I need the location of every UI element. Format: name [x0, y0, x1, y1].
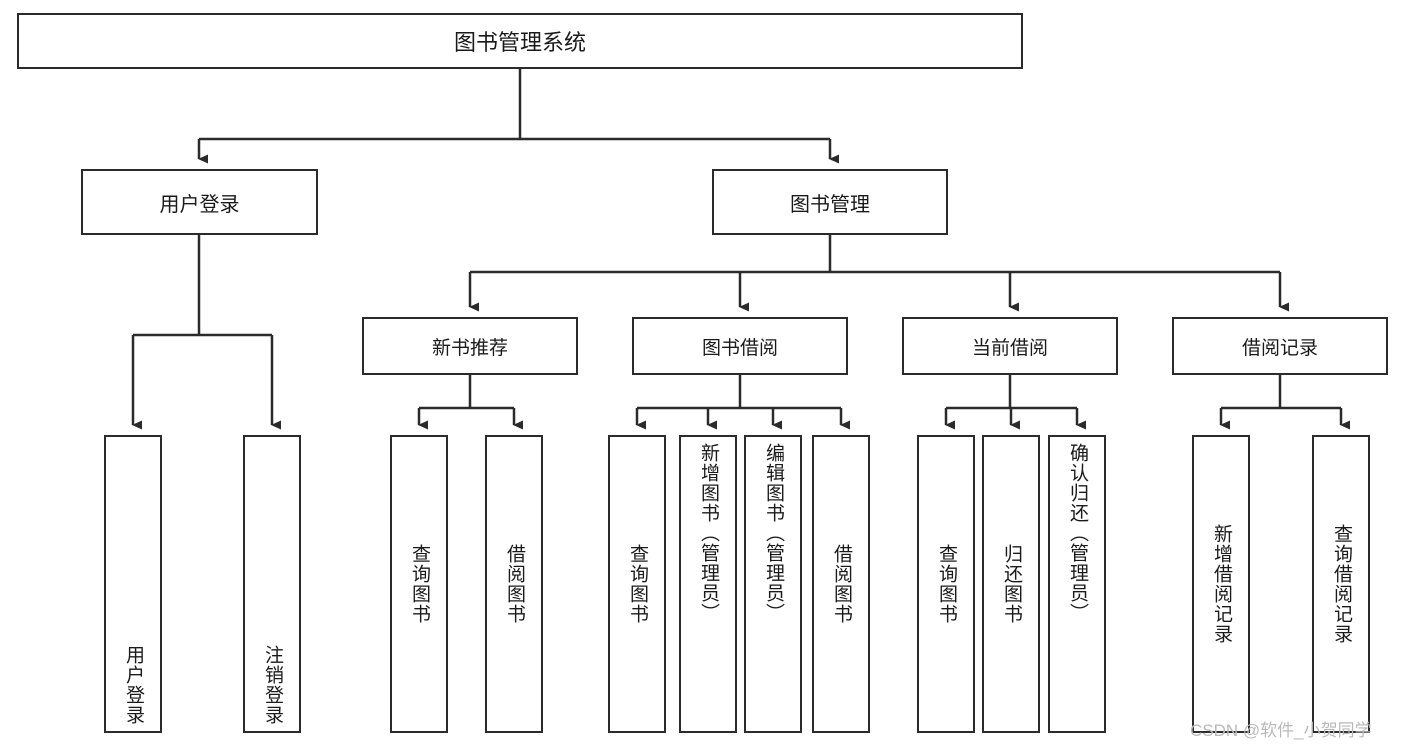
node-borrow-query-book[interactable]: 查询图书	[608, 435, 666, 733]
node-rec-borrow-book[interactable]: 借阅图书	[485, 435, 543, 733]
node-book-manage-label: 图书管理	[790, 193, 870, 216]
node-borrow-edit-book-label: 编辑图书（管理员）	[762, 443, 784, 623]
node-rec-query-book-label: 查询图书	[408, 544, 430, 624]
node-borrow-borrow-book[interactable]: 借阅图书	[812, 435, 870, 733]
node-current-query-book[interactable]: 查询图书	[917, 435, 975, 733]
node-book-borrow[interactable]: 图书借阅	[632, 317, 848, 375]
node-borrow-query-book-label: 查询图书	[626, 544, 648, 624]
node-borrow-borrow-book-label: 借阅图书	[830, 544, 852, 624]
node-borrow-edit-book[interactable]: 编辑图书（管理员）	[744, 435, 802, 733]
node-user-login-leaf[interactable]: 用户登录	[104, 435, 162, 733]
node-record-add-label: 新增借阅记录	[1210, 524, 1232, 644]
node-current-confirm-return[interactable]: 确认归还（管理员）	[1048, 435, 1106, 733]
node-logout-leaf-label: 注销登录	[261, 645, 283, 725]
node-user-login-leaf-label: 用户登录	[122, 645, 144, 725]
node-book-manage[interactable]: 图书管理	[712, 169, 948, 235]
node-record-query[interactable]: 查询借阅记录	[1312, 435, 1370, 733]
node-rec-borrow-book-label: 借阅图书	[503, 544, 525, 624]
node-current-borrow-label: 当前借阅	[971, 337, 1048, 359]
node-current-return-book[interactable]: 归还图书	[982, 435, 1040, 733]
node-borrow-add-book-label: 新增图书（管理员）	[697, 443, 719, 623]
node-record-query-label: 查询借阅记录	[1330, 524, 1352, 644]
node-user-login[interactable]: 用户登录	[81, 169, 318, 235]
node-new-book-rec[interactable]: 新书推荐	[362, 317, 578, 375]
node-record-add[interactable]: 新增借阅记录	[1192, 435, 1250, 733]
node-user-login-label: 用户登录	[159, 193, 240, 216]
node-logout-leaf[interactable]: 注销登录	[243, 435, 301, 733]
node-current-query-book-label: 查询图书	[935, 544, 957, 624]
node-current-return-book-label: 归还图书	[1000, 544, 1022, 624]
node-root-label: 图书管理系统	[453, 30, 586, 55]
node-borrow-add-book[interactable]: 新增图书（管理员）	[679, 435, 737, 733]
node-current-borrow[interactable]: 当前借阅	[902, 317, 1118, 375]
node-new-book-rec-label: 新书推荐	[431, 337, 508, 359]
node-borrow-record-label: 借阅记录	[1241, 337, 1318, 359]
node-borrow-record[interactable]: 借阅记录	[1172, 317, 1388, 375]
node-current-confirm-return-label: 确认归还（管理员）	[1066, 443, 1088, 623]
node-rec-query-book[interactable]: 查询图书	[390, 435, 448, 733]
node-book-borrow-label: 图书借阅	[701, 337, 778, 359]
node-root[interactable]: 图书管理系统	[17, 13, 1023, 69]
